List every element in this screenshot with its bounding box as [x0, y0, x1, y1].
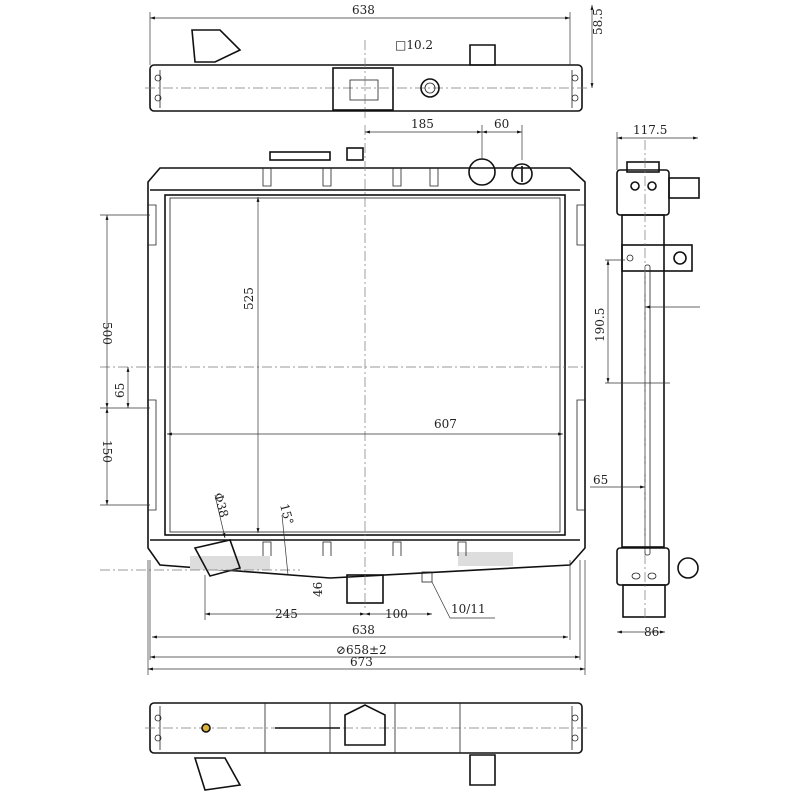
- dim-side-offset: 65: [593, 473, 608, 487]
- dim-drain-thread: 10/11: [451, 602, 486, 616]
- dim-outlet-offset: 245: [275, 607, 298, 621]
- dim-left-mount-span: 500: [100, 322, 114, 345]
- dim-core-height: 525: [242, 287, 256, 310]
- dim-cap-spacing: 60: [494, 117, 509, 131]
- dim-cap-offset: 185: [411, 117, 434, 131]
- dim-top-width: 638: [352, 3, 375, 17]
- dim-bottom-width: 638: [352, 623, 375, 637]
- bottom-view: [145, 702, 590, 791]
- dim-mount-pitch: ⊘658±2: [336, 643, 387, 657]
- dim-core-width: 607: [434, 417, 457, 431]
- dim-left-lower-span: 150: [100, 440, 114, 463]
- dim-side-bottom-width: 86: [644, 625, 659, 639]
- dim-inlet-angle: 15°: [277, 502, 296, 526]
- dim-square-hole: □10.2: [395, 38, 433, 52]
- dim-left-center-offset: 65: [113, 383, 127, 398]
- dim-overall-width: 673: [350, 655, 373, 669]
- front-view: [100, 125, 586, 675]
- dim-side-bracket-height: 190.5: [593, 308, 607, 342]
- side-view: [590, 132, 700, 634]
- top-view: [145, 5, 594, 118]
- dim-drain-offset: 100: [385, 607, 408, 621]
- dim-outlet-drop: 46: [311, 582, 325, 597]
- dim-top-height: 58.5: [591, 8, 605, 35]
- dim-inlet-diameter: Φ38: [211, 491, 231, 519]
- dim-side-depth: 117.5: [633, 123, 667, 137]
